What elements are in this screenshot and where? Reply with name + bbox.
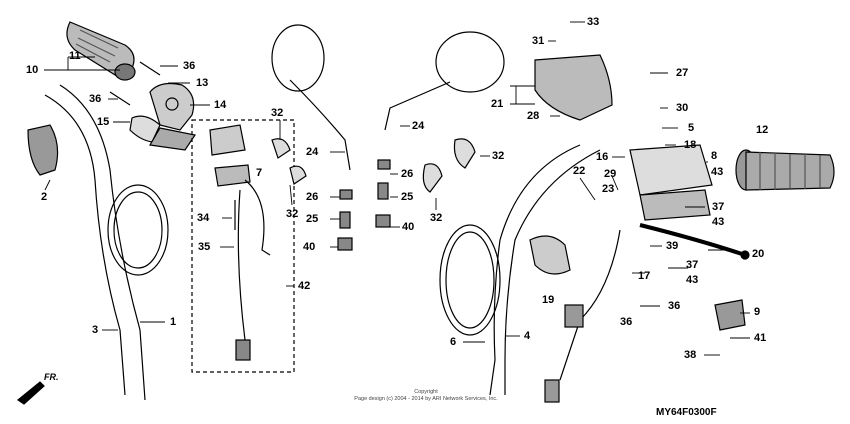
callout-24b: 24 <box>412 120 425 132</box>
left-mirror-part <box>271 24 351 171</box>
screw-part <box>139 61 161 76</box>
callout-30: 30 <box>676 102 689 114</box>
throttle-housing-part <box>129 82 196 151</box>
callout-31: 31 <box>532 35 545 47</box>
fastener-parts <box>337 159 391 251</box>
switch-group-box <box>191 119 295 373</box>
callout-24a: 24 <box>306 146 319 158</box>
callout-34: 34 <box>197 212 210 224</box>
callout-2: 2 <box>41 191 48 203</box>
callout-26b: 26 <box>401 168 414 180</box>
clamp-part <box>271 138 291 159</box>
callout-36b: 36 <box>89 93 102 105</box>
callout-36: 36 <box>183 60 196 72</box>
right-switch-housing-part <box>629 144 713 221</box>
callout-29: 29 <box>604 168 617 180</box>
callout-8: 8 <box>711 150 718 162</box>
callout-9: 9 <box>754 306 761 318</box>
copyright-title: Copyright <box>414 389 438 395</box>
clutch-cables-part <box>439 144 601 396</box>
callout-3: 3 <box>92 324 99 336</box>
right-grip-part <box>735 149 835 191</box>
callout-33: 33 <box>587 16 600 28</box>
screw-part <box>109 91 131 106</box>
callout-43a: 43 <box>711 166 724 178</box>
callout-36d: 36 <box>620 316 633 328</box>
callout-37b: 37 <box>686 259 699 271</box>
callout-7: 7 <box>256 167 263 179</box>
callout-32d: 32 <box>492 150 505 162</box>
callout-11: 11 <box>69 50 81 62</box>
throttle-cables-part <box>44 84 169 401</box>
callout-25a: 25 <box>306 213 319 225</box>
callout-17: 17 <box>638 270 651 282</box>
callout-5: 5 <box>688 122 695 134</box>
callout-1: 1 <box>170 316 177 328</box>
callout-21: 21 <box>491 98 504 110</box>
callout-23: 23 <box>602 183 615 195</box>
callout-36c: 36 <box>668 300 681 312</box>
callout-10: 10 <box>26 64 39 76</box>
right-mirror-part <box>384 31 505 131</box>
leader-lines <box>44 21 750 356</box>
clamp-part <box>422 163 443 193</box>
front-direction-arrow <box>16 381 45 405</box>
callout-40b: 40 <box>402 221 415 233</box>
callout-14: 14 <box>214 99 227 111</box>
callout-32b: 32 <box>286 208 299 220</box>
reservoir-cover-part <box>534 54 613 121</box>
switch-assembly-part <box>209 124 271 361</box>
callout-43b: 43 <box>712 216 725 228</box>
drawing-code: MY64F0300F <box>656 407 717 418</box>
switch-part <box>529 235 571 275</box>
connector-part <box>564 304 584 328</box>
lever-part <box>639 223 746 257</box>
front-direction-label: FR. <box>44 372 59 382</box>
callout-32c: 32 <box>430 212 443 224</box>
callout-26a: 26 <box>306 191 319 203</box>
callout-6: 6 <box>450 336 457 348</box>
throttle-grip-part <box>66 21 136 81</box>
callout-41: 41 <box>754 332 767 344</box>
callout-32a: 32 <box>271 107 284 119</box>
callout-38: 38 <box>684 349 697 361</box>
callout-16: 16 <box>596 151 609 163</box>
callout-18: 18 <box>684 139 697 151</box>
callout-25b: 25 <box>401 191 414 203</box>
grip-part <box>27 124 59 176</box>
callout-13: 13 <box>196 77 209 89</box>
callout-39: 39 <box>666 240 679 252</box>
copyright-text: Page design (c) 2004 - 2014 by ARI Netwo… <box>354 396 498 402</box>
callout-19: 19 <box>542 294 555 306</box>
callout-28: 28 <box>527 110 540 122</box>
connector-part <box>544 379 560 403</box>
callout-42: 42 <box>298 280 311 292</box>
bracket-part <box>714 299 746 331</box>
callout-20: 20 <box>752 248 765 260</box>
lever-end <box>740 250 750 260</box>
callout-27: 27 <box>676 67 689 79</box>
callout-43c: 43 <box>686 274 699 286</box>
callout-4: 4 <box>524 330 531 342</box>
callout-35: 35 <box>198 241 211 253</box>
callout-12: 12 <box>756 124 769 136</box>
callout-22: 22 <box>573 165 586 177</box>
callout-15: 15 <box>97 116 110 128</box>
callout-37a: 37 <box>712 201 725 213</box>
clamp-part <box>453 138 476 169</box>
callout-40a: 40 <box>303 241 316 253</box>
clamp-part <box>289 165 307 185</box>
